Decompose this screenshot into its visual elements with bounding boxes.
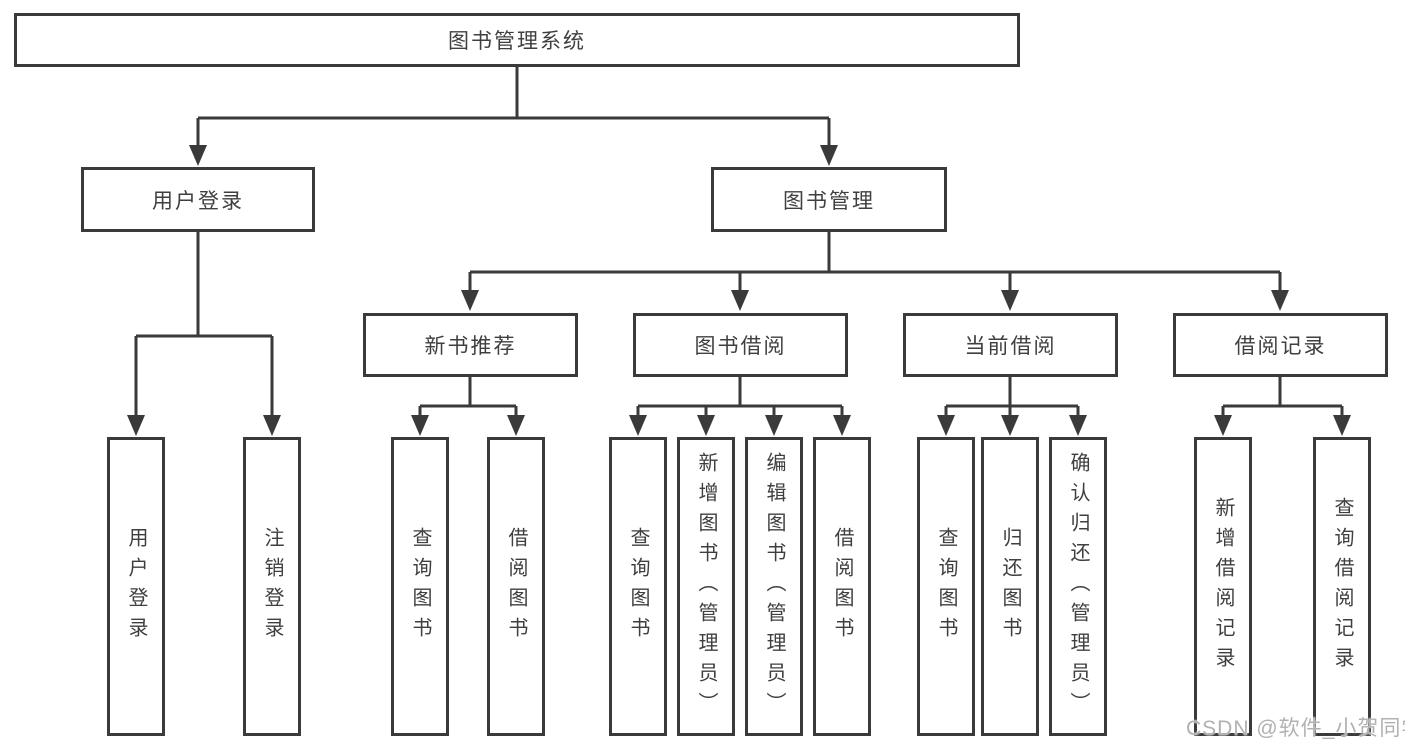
connector-user-login-to-leaves xyxy=(127,232,281,436)
arrowhead-to-leaf-borrow-books-1 xyxy=(507,415,525,436)
arrowhead-to-book-borrow xyxy=(731,290,749,311)
leaf-logout-label: 注销登录 xyxy=(261,526,283,647)
leaf-query-books-1: 查询图书 xyxy=(391,437,449,736)
arrowhead-to-leaf-borrow-books-2 xyxy=(833,415,851,436)
arrowhead-to-leaf-query-books-2 xyxy=(629,415,647,436)
node-user-login: 用户登录 xyxy=(81,167,315,232)
node-new-book-recommend: 新书推荐 xyxy=(363,313,578,377)
arrowhead-to-leaf-confirm-return xyxy=(1069,415,1087,436)
arrowhead-to-leaf-query-borrow-record xyxy=(1333,415,1351,436)
leaf-query-books-2-label: 查询图书 xyxy=(627,526,649,647)
node-book-borrow-label: 图书借阅 xyxy=(694,335,787,358)
leaf-return-books-label: 归还图书 xyxy=(999,526,1021,647)
connector-borrow-records-to-leaves xyxy=(1214,377,1351,436)
node-borrow-records: 借阅记录 xyxy=(1173,313,1388,377)
arrowhead-to-leaf-query-books-1 xyxy=(411,415,429,436)
node-borrow-records-label: 借阅记录 xyxy=(1234,335,1327,358)
arrowhead-to-user-login xyxy=(189,145,207,166)
leaf-return-books: 归还图书 xyxy=(981,437,1039,736)
node-root-label: 图书管理系统 xyxy=(448,30,586,53)
arrowhead-to-leaf-logout xyxy=(263,415,281,436)
leaf-query-books-1-label: 查询图书 xyxy=(409,526,431,647)
leaf-logout: 注销登录 xyxy=(243,437,301,736)
arrowhead-to-leaf-add-borrow-record xyxy=(1214,415,1232,436)
leaf-add-book-admin: 新增图书（管理员） xyxy=(677,437,735,736)
arrowhead-to-leaf-add-book xyxy=(697,415,715,436)
leaf-query-books-2: 查询图书 xyxy=(609,437,667,736)
connector-current-borrow-to-leaves xyxy=(937,377,1087,436)
leaf-query-books-3-label: 查询图书 xyxy=(935,526,957,647)
arrowhead-to-leaf-edit-book xyxy=(765,415,783,436)
leaf-add-borrow-record-label: 新增借阅记录 xyxy=(1212,496,1234,677)
node-current-borrow-label: 当前借阅 xyxy=(964,335,1057,358)
connector-root-to-level2 xyxy=(189,67,838,166)
arrowhead-to-new-book-recommend xyxy=(461,290,479,311)
connector-book-management-to-level3 xyxy=(461,232,1289,311)
arrowhead-to-book-management xyxy=(820,145,838,166)
arrowhead-to-borrow-records xyxy=(1271,290,1289,311)
connector-book-borrow-to-leaves xyxy=(629,377,851,436)
node-book-borrow: 图书借阅 xyxy=(633,313,848,377)
leaf-user-login: 用户登录 xyxy=(107,437,165,736)
leaf-edit-book-admin: 编辑图书（管理员） xyxy=(745,437,803,736)
watermark: CSDN @软件_小贺同学 xyxy=(1186,717,1405,740)
node-book-management: 图书管理 xyxy=(711,167,947,232)
leaf-borrow-books-2: 借阅图书 xyxy=(813,437,871,736)
leaf-add-book-admin-label: 新增图书（管理员） xyxy=(695,451,717,722)
leaf-borrow-books-1-label: 借阅图书 xyxy=(505,526,527,647)
node-user-login-label: 用户登录 xyxy=(152,189,244,213)
arrowhead-to-leaf-user-login xyxy=(127,415,145,436)
node-root: 图书管理系统 xyxy=(14,13,1020,67)
leaf-query-books-3: 查询图书 xyxy=(917,437,975,736)
node-new-book-recommend-label: 新书推荐 xyxy=(424,335,517,358)
arrowhead-to-leaf-query-books-3 xyxy=(937,415,955,436)
node-current-borrow: 当前借阅 xyxy=(903,313,1118,377)
leaf-query-borrow-record: 查询借阅记录 xyxy=(1313,437,1371,736)
leaf-borrow-books-1: 借阅图书 xyxy=(487,437,545,736)
leaf-user-login-label: 用户登录 xyxy=(125,526,147,647)
leaf-confirm-return-admin-label: 确认归还（管理员） xyxy=(1067,451,1089,722)
arrowhead-to-leaf-return-books xyxy=(1001,415,1019,436)
leaf-edit-book-admin-label: 编辑图书（管理员） xyxy=(763,451,785,722)
arrowhead-to-current-borrow xyxy=(1001,290,1019,311)
leaf-add-borrow-record: 新增借阅记录 xyxy=(1194,437,1252,736)
node-book-management-label: 图书管理 xyxy=(783,189,875,213)
leaf-confirm-return-admin: 确认归还（管理员） xyxy=(1049,437,1107,736)
leaf-borrow-books-2-label: 借阅图书 xyxy=(831,526,853,647)
connector-new-book-recommend-to-leaves xyxy=(411,377,525,436)
leaf-query-borrow-record-label: 查询借阅记录 xyxy=(1331,496,1353,677)
